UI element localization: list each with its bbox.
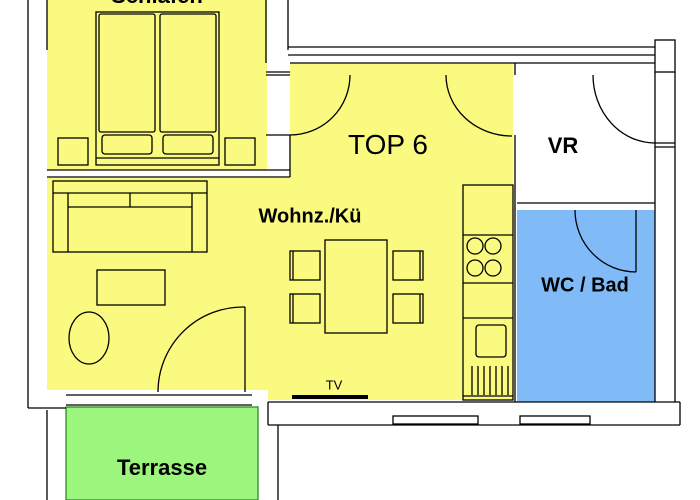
- living-area: [47, 63, 513, 400]
- bedroom-door-swing: [289, 74, 351, 136]
- dining-table: [324, 239, 388, 334]
- room-label-bad: WC / Bad: [541, 274, 629, 297]
- bathroom-area: [517, 210, 655, 402]
- room-label-schlafen: Schlafen: [111, 0, 203, 9]
- room-label-vr: VR: [547, 133, 579, 158]
- terrace-door-swing: [157, 306, 246, 393]
- bathroom-door-swing: [574, 209, 637, 273]
- living-door-swing: [445, 74, 513, 137]
- chairs: [289, 250, 424, 324]
- walls: [27, 0, 681, 500]
- round-table: [68, 311, 110, 365]
- room-label-terrasse: Terrasse: [116, 455, 208, 480]
- nightstand: [57, 137, 89, 166]
- unit-label: TOP 6: [348, 129, 428, 160]
- kitchen-counter: [462, 184, 514, 401]
- sofa: [52, 180, 208, 253]
- terrace-area: [65, 406, 259, 500]
- entrance-door-swing: [592, 74, 656, 144]
- nightstand: [224, 137, 256, 166]
- double-bed: [95, 11, 220, 166]
- tv-label: TV: [325, 377, 343, 393]
- coffee-table: [96, 269, 166, 306]
- bedroom-area: [47, 0, 267, 170]
- room-label-wohnkueche: Wohnz./Kü: [258, 205, 362, 228]
